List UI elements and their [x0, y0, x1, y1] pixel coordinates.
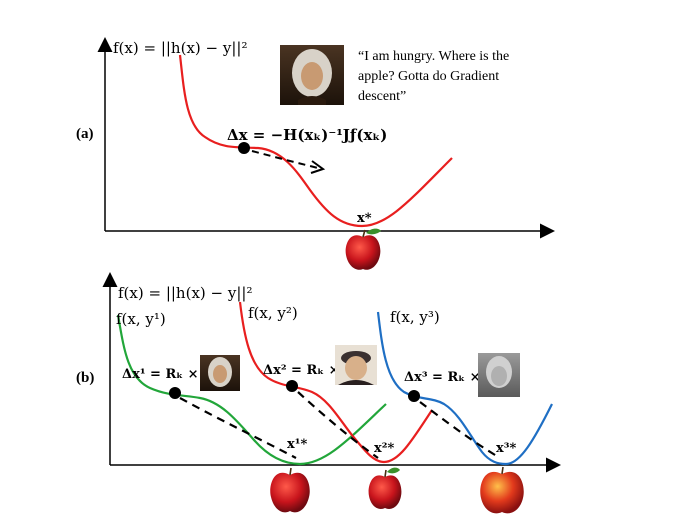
minimum-label-1: x¹*: [287, 437, 307, 452]
panel-a: (a) f(x) = ||h(x) − y||² Δx = −H(xₖ)⁻¹Jƒ…: [76, 37, 555, 270]
curve-name-1: f(x, y¹): [116, 310, 166, 328]
apple-a: [345, 228, 381, 270]
panel-b-label: (b): [76, 370, 94, 386]
objective-a: f(x) = ||h(x) − y||²: [113, 39, 247, 57]
newton-portrait-b: [200, 355, 240, 391]
minimum-label-2: x²*: [374, 441, 394, 456]
point-b-3: [408, 390, 420, 402]
objective-b: f(x) = ||h(x) − y||²: [118, 284, 252, 302]
point-b-1: [169, 387, 181, 399]
apple-b-3: [480, 466, 524, 514]
descent-path-3: [419, 401, 501, 459]
current-point-a: [238, 142, 250, 154]
curve-b-2: [238, 301, 433, 464]
step-arrow-a: [251, 150, 319, 169]
curve-a: [178, 54, 453, 228]
quote-text: “I am hungry. Where is the apple? Gotta …: [358, 49, 513, 104]
curve-name-3: f(x, y³): [390, 308, 440, 326]
minimum-label-a: x*: [357, 211, 372, 226]
point-b-2: [286, 380, 298, 392]
panel-b: (b) f(x) = ||h(x) − y||² f(x, y¹) f(x, y…: [76, 272, 561, 514]
panel-a-label: (a): [76, 126, 94, 142]
update-rule-3: Δx³ = Rₖ ×: [404, 370, 481, 385]
update-rule-2: Δx² = Rₖ ×: [263, 363, 340, 378]
apple-b-2: [368, 467, 402, 509]
lagrange-portrait: [478, 353, 520, 397]
step-arrowhead-a: [310, 160, 326, 174]
update-rule-1: Δx¹ = Rₖ ×: [122, 367, 199, 382]
newton-portrait-a: [280, 45, 344, 105]
gauss-portrait: [335, 345, 377, 385]
minimum-label-3: x³*: [496, 441, 516, 456]
curve-b-1: [116, 314, 387, 466]
descent-path-1: [179, 397, 297, 459]
update-rule-a: Δx = −H(xₖ)⁻¹Jƒ(xₖ): [227, 126, 387, 144]
curve-b-3: [376, 311, 553, 466]
apple-b-1: [270, 467, 310, 513]
curve-name-2: f(x, y²): [248, 304, 298, 322]
